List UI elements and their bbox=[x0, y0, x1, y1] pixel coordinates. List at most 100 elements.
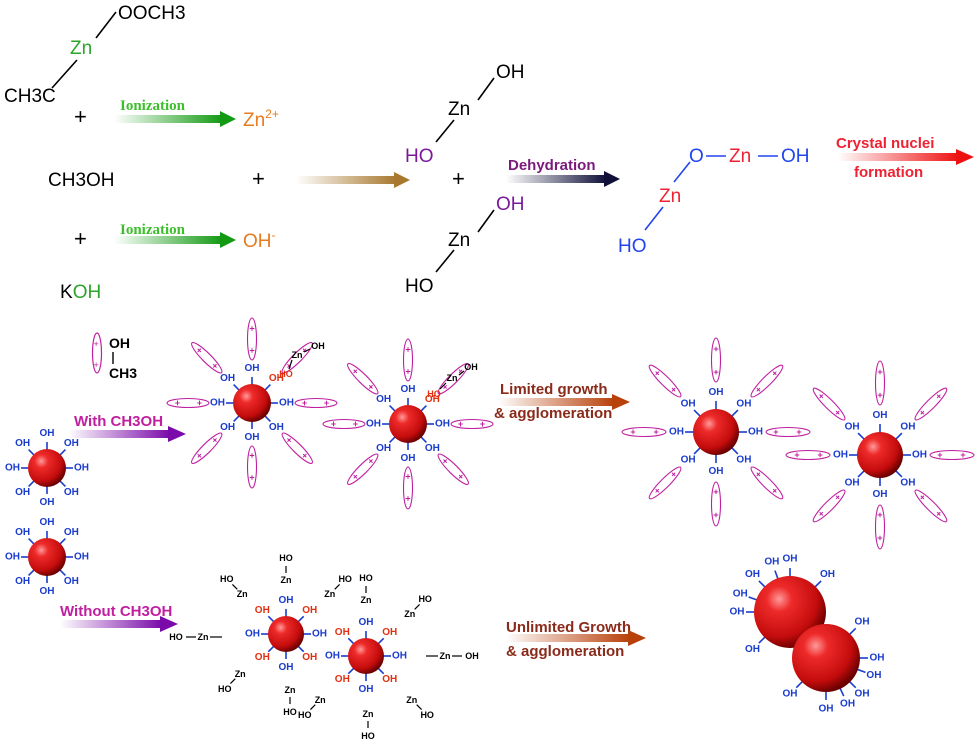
dipole-charge: + bbox=[366, 382, 377, 393]
hydroxyl-bond bbox=[420, 405, 427, 412]
hydroxyl-bond bbox=[233, 384, 240, 391]
hydroxyl-label: OH bbox=[833, 450, 848, 461]
methanol-dipole: ++ bbox=[347, 453, 379, 485]
dipole-charge: + bbox=[960, 450, 965, 460]
hydroxyl-label: OH bbox=[733, 588, 748, 599]
hydroxyl-bond bbox=[297, 615, 305, 623]
dipole-charge: + bbox=[403, 474, 413, 479]
hydroxyl-label: OH bbox=[312, 629, 327, 640]
svg-text:O: O bbox=[689, 146, 704, 167]
limited-growth-arrow: Limited growth & agglomeration bbox=[494, 381, 630, 422]
dipole-charge: + bbox=[284, 435, 295, 446]
dipole-charge: + bbox=[917, 407, 928, 418]
hydroxyl-bond bbox=[758, 580, 766, 588]
hydroxyl-label: OH bbox=[15, 438, 30, 449]
dipole-charge: + bbox=[353, 419, 358, 429]
methanol-dipole-legend: + + OH CH3 bbox=[91, 332, 137, 381]
plus-sign: + bbox=[452, 166, 465, 191]
zn-label: Zn bbox=[292, 350, 303, 360]
dipole-charge: + bbox=[816, 391, 827, 402]
methanol-dipole: ++ bbox=[914, 387, 948, 421]
unlimited-growth-arrow: Unlimited Growth & agglomeration bbox=[506, 619, 646, 660]
hydroxyl-label: OH bbox=[709, 466, 724, 477]
hydroxyl-bond bbox=[795, 680, 804, 689]
zno-nanoparticle bbox=[348, 638, 384, 674]
dipole-charge: + bbox=[455, 366, 466, 377]
hydroxyl-bond bbox=[848, 627, 857, 636]
hydroxyl-label: OH bbox=[782, 689, 797, 700]
hydroxyl-label: OH bbox=[40, 517, 55, 528]
hydroxyl-label: OH bbox=[392, 651, 407, 662]
hydroxyl-label: OH bbox=[401, 384, 416, 395]
dipole-charge: + bbox=[653, 427, 658, 437]
dipole-charge: + bbox=[403, 496, 413, 501]
hydroxyl-label: OH bbox=[681, 399, 696, 410]
hydroxyl-label: HO bbox=[298, 710, 312, 720]
bond bbox=[51, 59, 78, 89]
dipole-charge: + bbox=[753, 469, 764, 480]
limited-growth-label-line1: Limited growth bbox=[500, 381, 608, 398]
dipole-charge: + bbox=[711, 369, 721, 374]
hydroxyl-label: OH bbox=[245, 629, 260, 640]
hydroxyl-label: HO bbox=[279, 369, 293, 379]
ionization-arrow-2: Ionization bbox=[114, 222, 236, 248]
dipole-charge: + bbox=[210, 435, 221, 446]
dipole-charge: + bbox=[210, 361, 221, 372]
hydroxyl-bond bbox=[59, 480, 66, 487]
dipole-charge: + bbox=[175, 398, 180, 408]
zno-nanoparticle bbox=[389, 405, 427, 443]
dipole-charge: + bbox=[247, 348, 257, 353]
zno-nanoparticle bbox=[792, 624, 860, 692]
hydroxyl-label: OH bbox=[15, 487, 30, 498]
methanol-dipole: ++ bbox=[750, 364, 784, 398]
hydroxyl-label: OH bbox=[64, 487, 79, 498]
dipole-charge: + bbox=[403, 369, 413, 374]
hydroxyl-bond bbox=[233, 415, 240, 422]
methanol-dipole: ++ bbox=[621, 426, 667, 438]
hydroxyl-label: OH bbox=[279, 662, 294, 673]
hydroxyl-bond bbox=[267, 645, 275, 653]
hydroxyl-bond bbox=[693, 446, 702, 455]
methanol-dipole: ++ bbox=[929, 449, 975, 461]
dipole-charge: + bbox=[937, 450, 942, 460]
dipole-charge: + bbox=[875, 369, 885, 374]
hydroxyl-bond bbox=[59, 449, 66, 456]
zn-label: Zn bbox=[447, 373, 458, 383]
ionization-arrow-1: Ionization bbox=[114, 98, 236, 127]
hydroxyl-label: OH bbox=[220, 422, 235, 433]
hydroxyl-label: HO bbox=[418, 594, 432, 604]
dipole-charge: + bbox=[753, 384, 764, 395]
methanol-dipole: ++ bbox=[765, 426, 811, 438]
without-methanol-label: Without CH3OH bbox=[60, 603, 172, 620]
hydroxyl-label: OH bbox=[730, 607, 745, 618]
zn-label: Zn bbox=[315, 695, 326, 705]
hydroxyl-bond bbox=[389, 436, 396, 443]
svg-text:KOH: KOH bbox=[60, 282, 101, 303]
hydroxyl-label: OH bbox=[745, 644, 760, 655]
hydroxyl-label: HO bbox=[283, 707, 297, 717]
methanol-dipole: ++ bbox=[710, 481, 722, 527]
methanol-dipole: ++ bbox=[648, 364, 682, 398]
svg-text:+: + bbox=[94, 360, 99, 370]
methanol-dipole: ++ bbox=[322, 418, 366, 430]
nuclei-label-line1: Crystal nuclei bbox=[836, 135, 934, 152]
hydroxyl-label: OH bbox=[912, 450, 927, 461]
hydroxyl-label: OH bbox=[382, 674, 397, 685]
hydroxyl-label: OH bbox=[855, 689, 870, 700]
dipole-charge: + bbox=[458, 419, 463, 429]
methanol-dipole: ++ bbox=[812, 387, 846, 421]
hydroxyl-label: OH bbox=[5, 552, 20, 563]
dipole-charge: + bbox=[796, 427, 801, 437]
methanol-dipole: ++ bbox=[710, 337, 722, 383]
hydroxyl-bond bbox=[857, 469, 866, 478]
hydroxyl-label: OH bbox=[845, 422, 860, 433]
dipole-charge: + bbox=[817, 450, 822, 460]
dipole-charge: + bbox=[652, 368, 663, 379]
methanol-dipole: ++ bbox=[812, 489, 846, 523]
dipole-charge: + bbox=[480, 419, 485, 429]
hydroxyl-label: OH bbox=[820, 569, 835, 580]
